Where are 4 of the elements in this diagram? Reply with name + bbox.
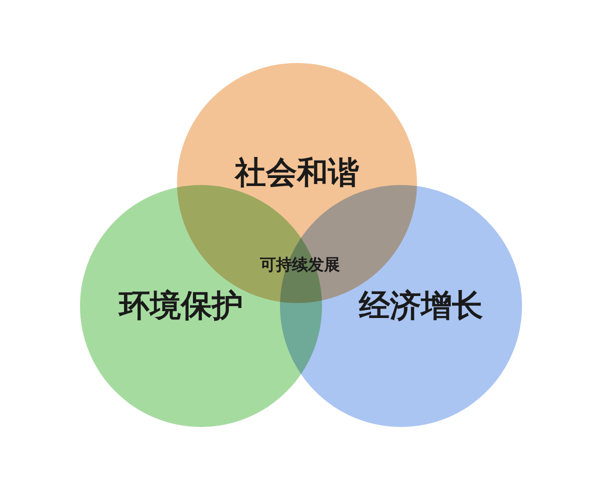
circle-label: 经济增长 [359, 287, 483, 326]
circle-label: 环境保护 [119, 287, 243, 326]
circle-label: 社会和谐 [235, 154, 359, 193]
center-label: 可持续发展 [259, 255, 341, 276]
